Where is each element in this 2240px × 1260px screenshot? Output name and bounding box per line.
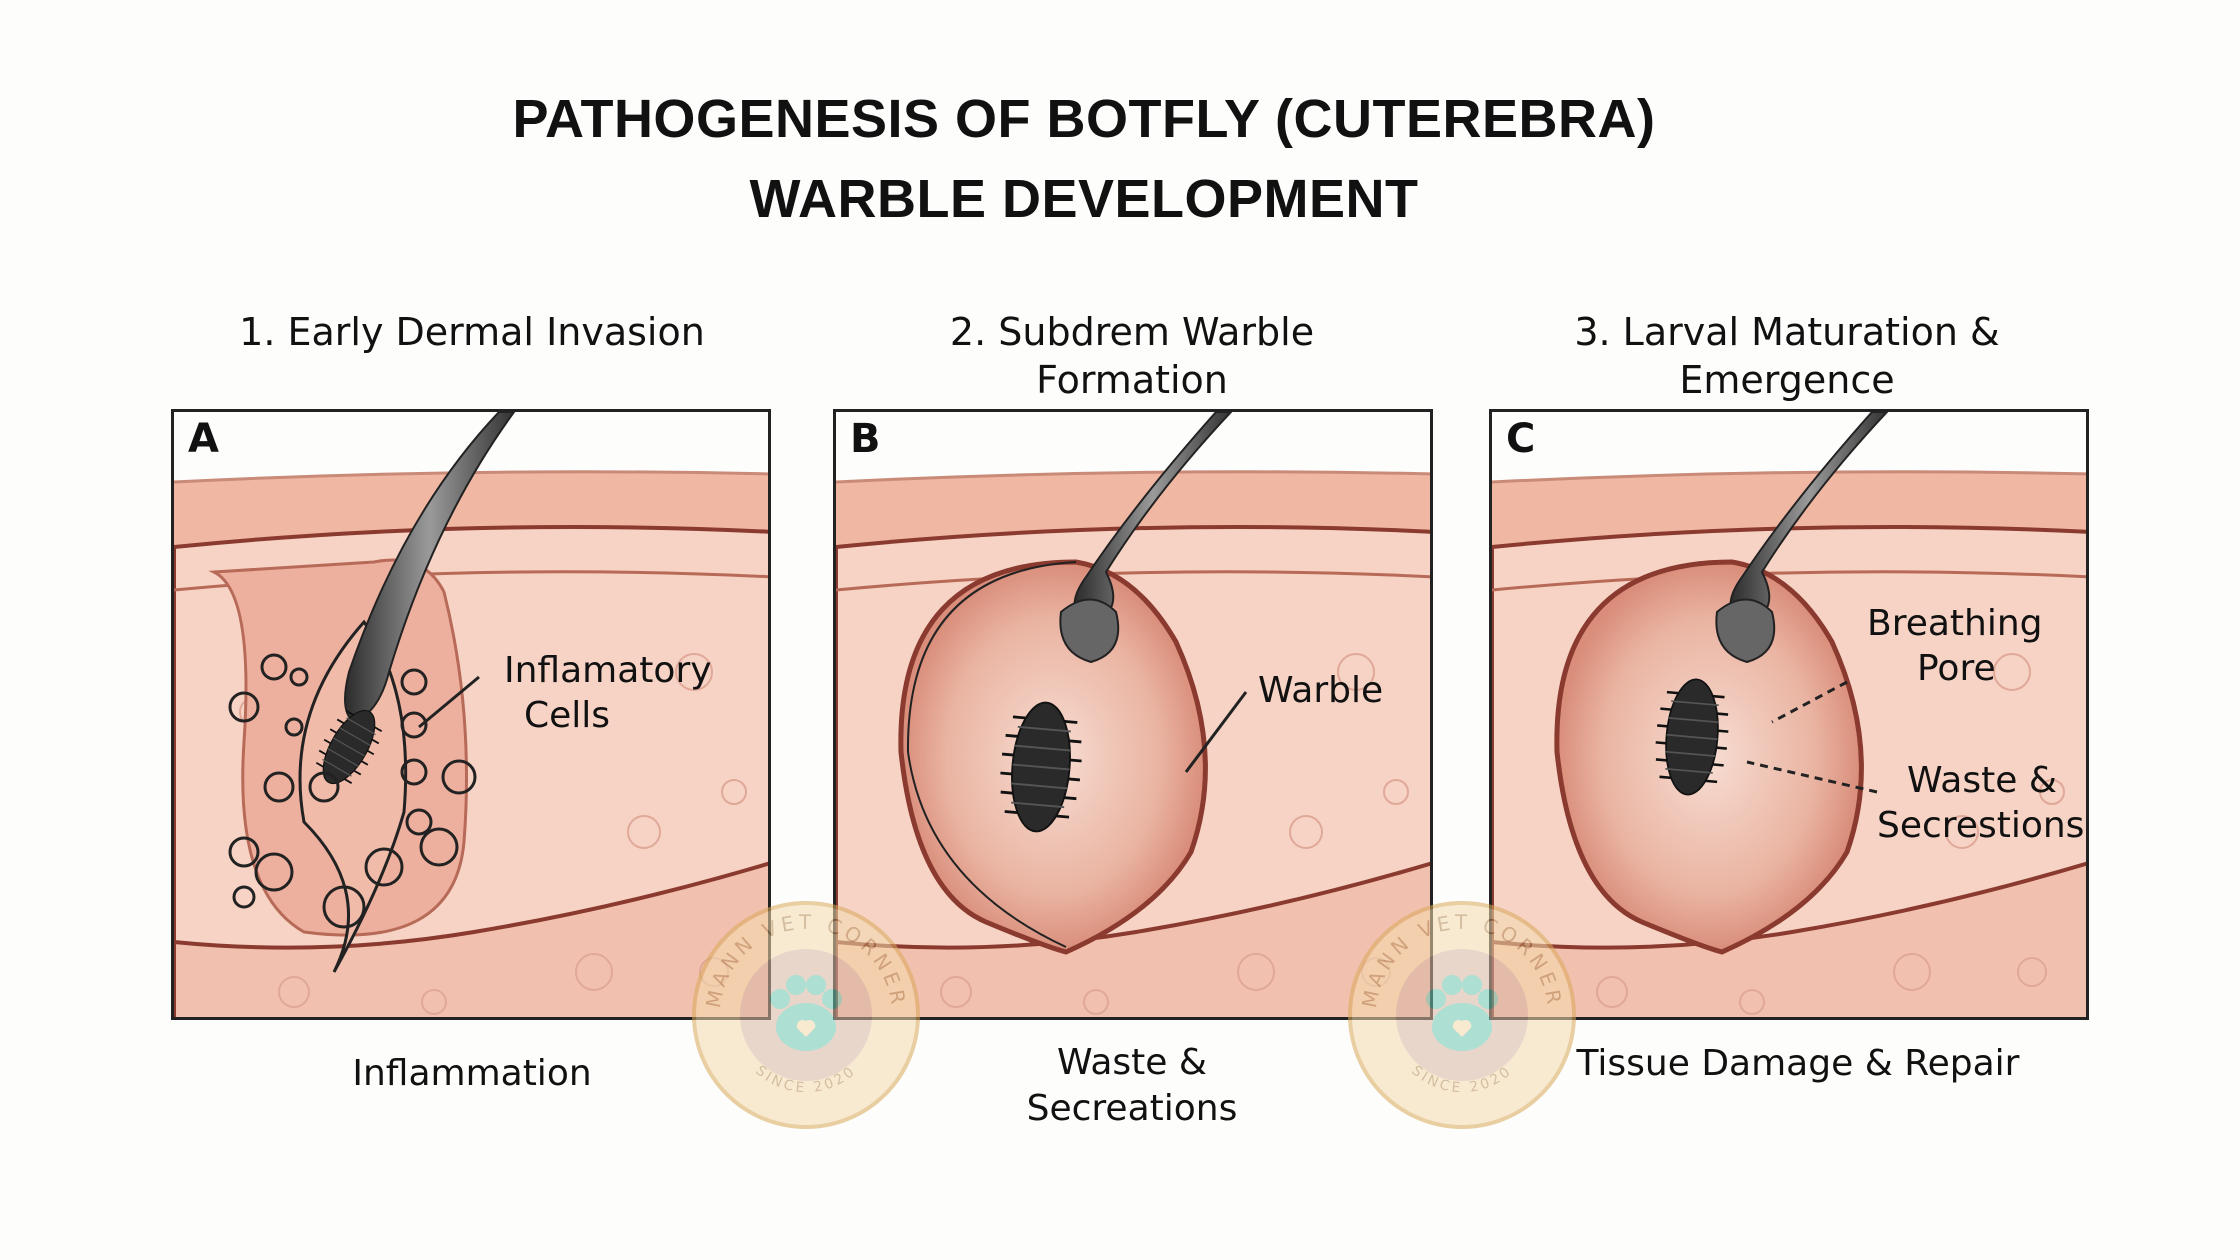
header-line: 2. Subdrem Warble xyxy=(949,310,1315,354)
caption-line: Inflammation xyxy=(352,1053,592,1094)
panel-a-illustration: Inflamatory Cells A xyxy=(171,409,771,1020)
panel-c-illustration: Breathing Pore Waste & Secrestions C xyxy=(1489,409,2089,1020)
label-pore: Pore xyxy=(1917,648,1996,689)
label-secrestions: Secrestions xyxy=(1877,805,2084,846)
follicle-sac xyxy=(298,619,408,973)
panel-letter: C xyxy=(1506,416,1535,462)
header-line: 3. Larval Maturation & xyxy=(1574,310,2000,354)
header-line: Formation xyxy=(1036,358,1228,402)
arrow xyxy=(418,675,480,729)
label-cells: Cells xyxy=(524,695,610,736)
panel-letter: A xyxy=(188,416,219,462)
watermark-seal: MANN VET CORNER SINCE 2020 xyxy=(690,899,922,1131)
header-line: 1. Early Dermal Invasion xyxy=(239,310,705,354)
caption-line: Tissue Damage & Repair xyxy=(1576,1043,2020,1084)
arrow xyxy=(1184,691,1248,773)
label-waste: Waste & xyxy=(1907,760,2057,801)
title-line-1: PATHOGENESIS OF BOTFLY (CUTEREBRA) xyxy=(512,89,1656,149)
caption-line: Secreations xyxy=(1026,1088,1238,1129)
header-line: Emergence xyxy=(1679,358,1895,402)
inflammatory-cells xyxy=(228,653,477,929)
caption-line: Waste & xyxy=(1057,1042,1207,1083)
heart-icon xyxy=(796,1019,816,1037)
panel-a-header: 1. Early Dermal Invasion xyxy=(152,308,792,356)
panel-c-header: 3. Larval Maturation &Emergence xyxy=(1467,308,2107,404)
label-inflamatory: Inflamatory xyxy=(504,650,712,691)
panel-b-illustration: Warble B xyxy=(833,409,1433,1020)
arrow-breathing-pore xyxy=(1771,680,1848,724)
panel-a-caption: Inflammation xyxy=(222,1051,722,1097)
title-line-2: WARBLE DEVELOPMENT xyxy=(749,169,1419,229)
panel-c-caption: Tissue Damage & Repair xyxy=(1548,1041,2048,1087)
heart-icon xyxy=(1452,1019,1472,1037)
label-warble: Warble xyxy=(1258,670,1383,711)
watermark-seal: MANN VET CORNER SINCE 2020 xyxy=(1346,899,1578,1131)
label-breathing: Breathing xyxy=(1867,603,2043,644)
panel-letter: B xyxy=(850,416,881,462)
panel-b-caption: Waste & Secreations xyxy=(882,1040,1382,1132)
